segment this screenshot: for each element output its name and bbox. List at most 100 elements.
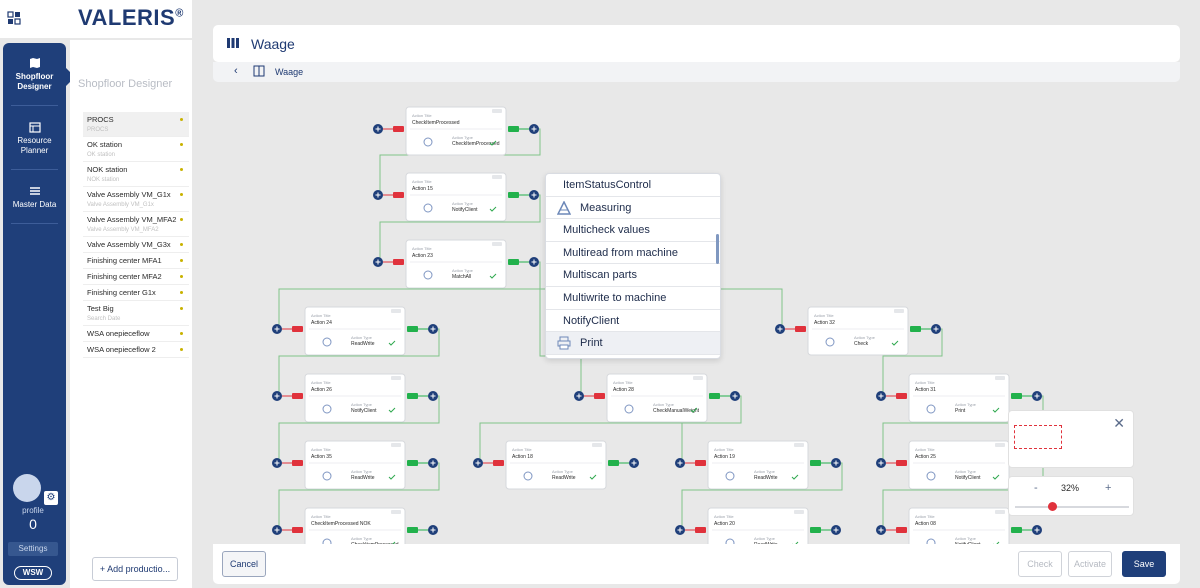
node-card[interactable] [304,440,406,490]
menu-item-multiwrite-to-machine[interactable]: Multiwrite to machine [546,287,720,310]
input-port[interactable] [695,527,706,533]
node-card[interactable] [707,507,809,544]
station-item[interactable]: Finishing center MFA2 [83,269,189,285]
output-port[interactable] [407,326,418,332]
save-button[interactable]: Save [1122,551,1166,577]
node-menu-icon[interactable] [995,376,1005,380]
input-port[interactable] [292,393,303,399]
menu-item-multiread-from-machine[interactable]: Multiread from machine [546,242,720,265]
menu-item-itemstatuscontrol[interactable]: ItemStatusControl [546,174,720,197]
output-port[interactable] [608,460,619,466]
node-card[interactable] [405,239,507,289]
node-menu-icon[interactable] [492,175,502,179]
input-port[interactable] [795,326,806,332]
zoom-slider-handle[interactable] [1048,502,1057,511]
zoom-slider-track[interactable] [1015,506,1129,508]
nav-item-shopfloor-designer[interactable]: Shopfloor Designer [3,57,66,92]
output-port[interactable] [810,460,821,466]
minimap[interactable]: ✕ [1008,410,1134,468]
node-menu-icon[interactable] [391,510,401,514]
node-menu-icon[interactable] [995,510,1005,514]
output-port[interactable] [407,527,418,533]
node-card[interactable] [304,306,406,356]
input-port[interactable] [695,460,706,466]
node-menu-icon[interactable] [794,443,804,447]
input-port[interactable] [292,460,303,466]
output-port[interactable] [709,393,720,399]
node-card[interactable] [807,306,909,356]
menu-item-print[interactable]: Print [546,332,720,355]
node-menu-icon[interactable] [592,443,602,447]
station-item[interactable]: Finishing center MFA1 [83,253,189,269]
node-menu-icon[interactable] [391,443,401,447]
settings-button[interactable]: Settings [8,542,58,556]
node-menu-icon[interactable] [794,510,804,514]
breadcrumb-item[interactable]: Waage [275,67,304,77]
nav-item-resource-planner[interactable]: Resource Planner [3,121,66,156]
output-port[interactable] [407,460,418,466]
output-port[interactable] [508,126,519,132]
node-card[interactable] [505,440,607,490]
node-card[interactable] [304,507,406,544]
input-port[interactable] [292,326,303,332]
output-port[interactable] [508,192,519,198]
output-port[interactable] [508,259,519,265]
input-port[interactable] [393,192,404,198]
input-port[interactable] [393,259,404,265]
back-chevron-icon[interactable]: ‹ [234,65,238,77]
node-card[interactable] [606,373,708,423]
node-card[interactable] [908,507,1010,544]
menu-scrollbar[interactable] [716,234,719,264]
avatar-icon[interactable] [13,474,41,502]
station-item[interactable]: Finishing center G1x [83,285,189,301]
check-button[interactable]: Check [1018,551,1062,577]
output-port[interactable] [1011,393,1022,399]
station-item[interactable]: WSA onepieceflow 2 [83,342,189,358]
output-port[interactable] [910,326,921,332]
station-item[interactable]: WSA onepieceflow [83,326,189,342]
input-port[interactable] [292,527,303,533]
profile-settings-icon[interactable]: ⚙ [44,491,58,505]
node-card[interactable] [908,373,1010,423]
activate-button[interactable]: Activate [1068,551,1112,577]
input-port[interactable] [393,126,404,132]
node-card[interactable] [304,373,406,423]
menu-item-multicheck-values[interactable]: Multicheck values [546,219,720,242]
node-menu-icon[interactable] [492,242,502,246]
node-menu-icon[interactable] [995,443,1005,447]
node-card[interactable] [405,172,507,222]
input-port[interactable] [896,393,907,399]
minimap-viewport[interactable] [1014,425,1062,449]
profile-widget[interactable]: ⚙ profile 0 [8,474,58,538]
app-grid-icon[interactable] [7,11,21,25]
node-menu-icon[interactable] [693,376,703,380]
menu-item-notifyclient[interactable]: NotifyClient [546,310,720,333]
zoom-out-button[interactable]: - [1034,482,1038,494]
node-menu-icon[interactable] [894,309,904,313]
add-production-button[interactable]: + Add productio... [92,557,178,581]
output-port[interactable] [1011,527,1022,533]
node-menu-icon[interactable] [391,376,401,380]
output-port[interactable] [407,393,418,399]
input-port[interactable] [493,460,504,466]
close-icon[interactable]: ✕ [1113,415,1125,431]
